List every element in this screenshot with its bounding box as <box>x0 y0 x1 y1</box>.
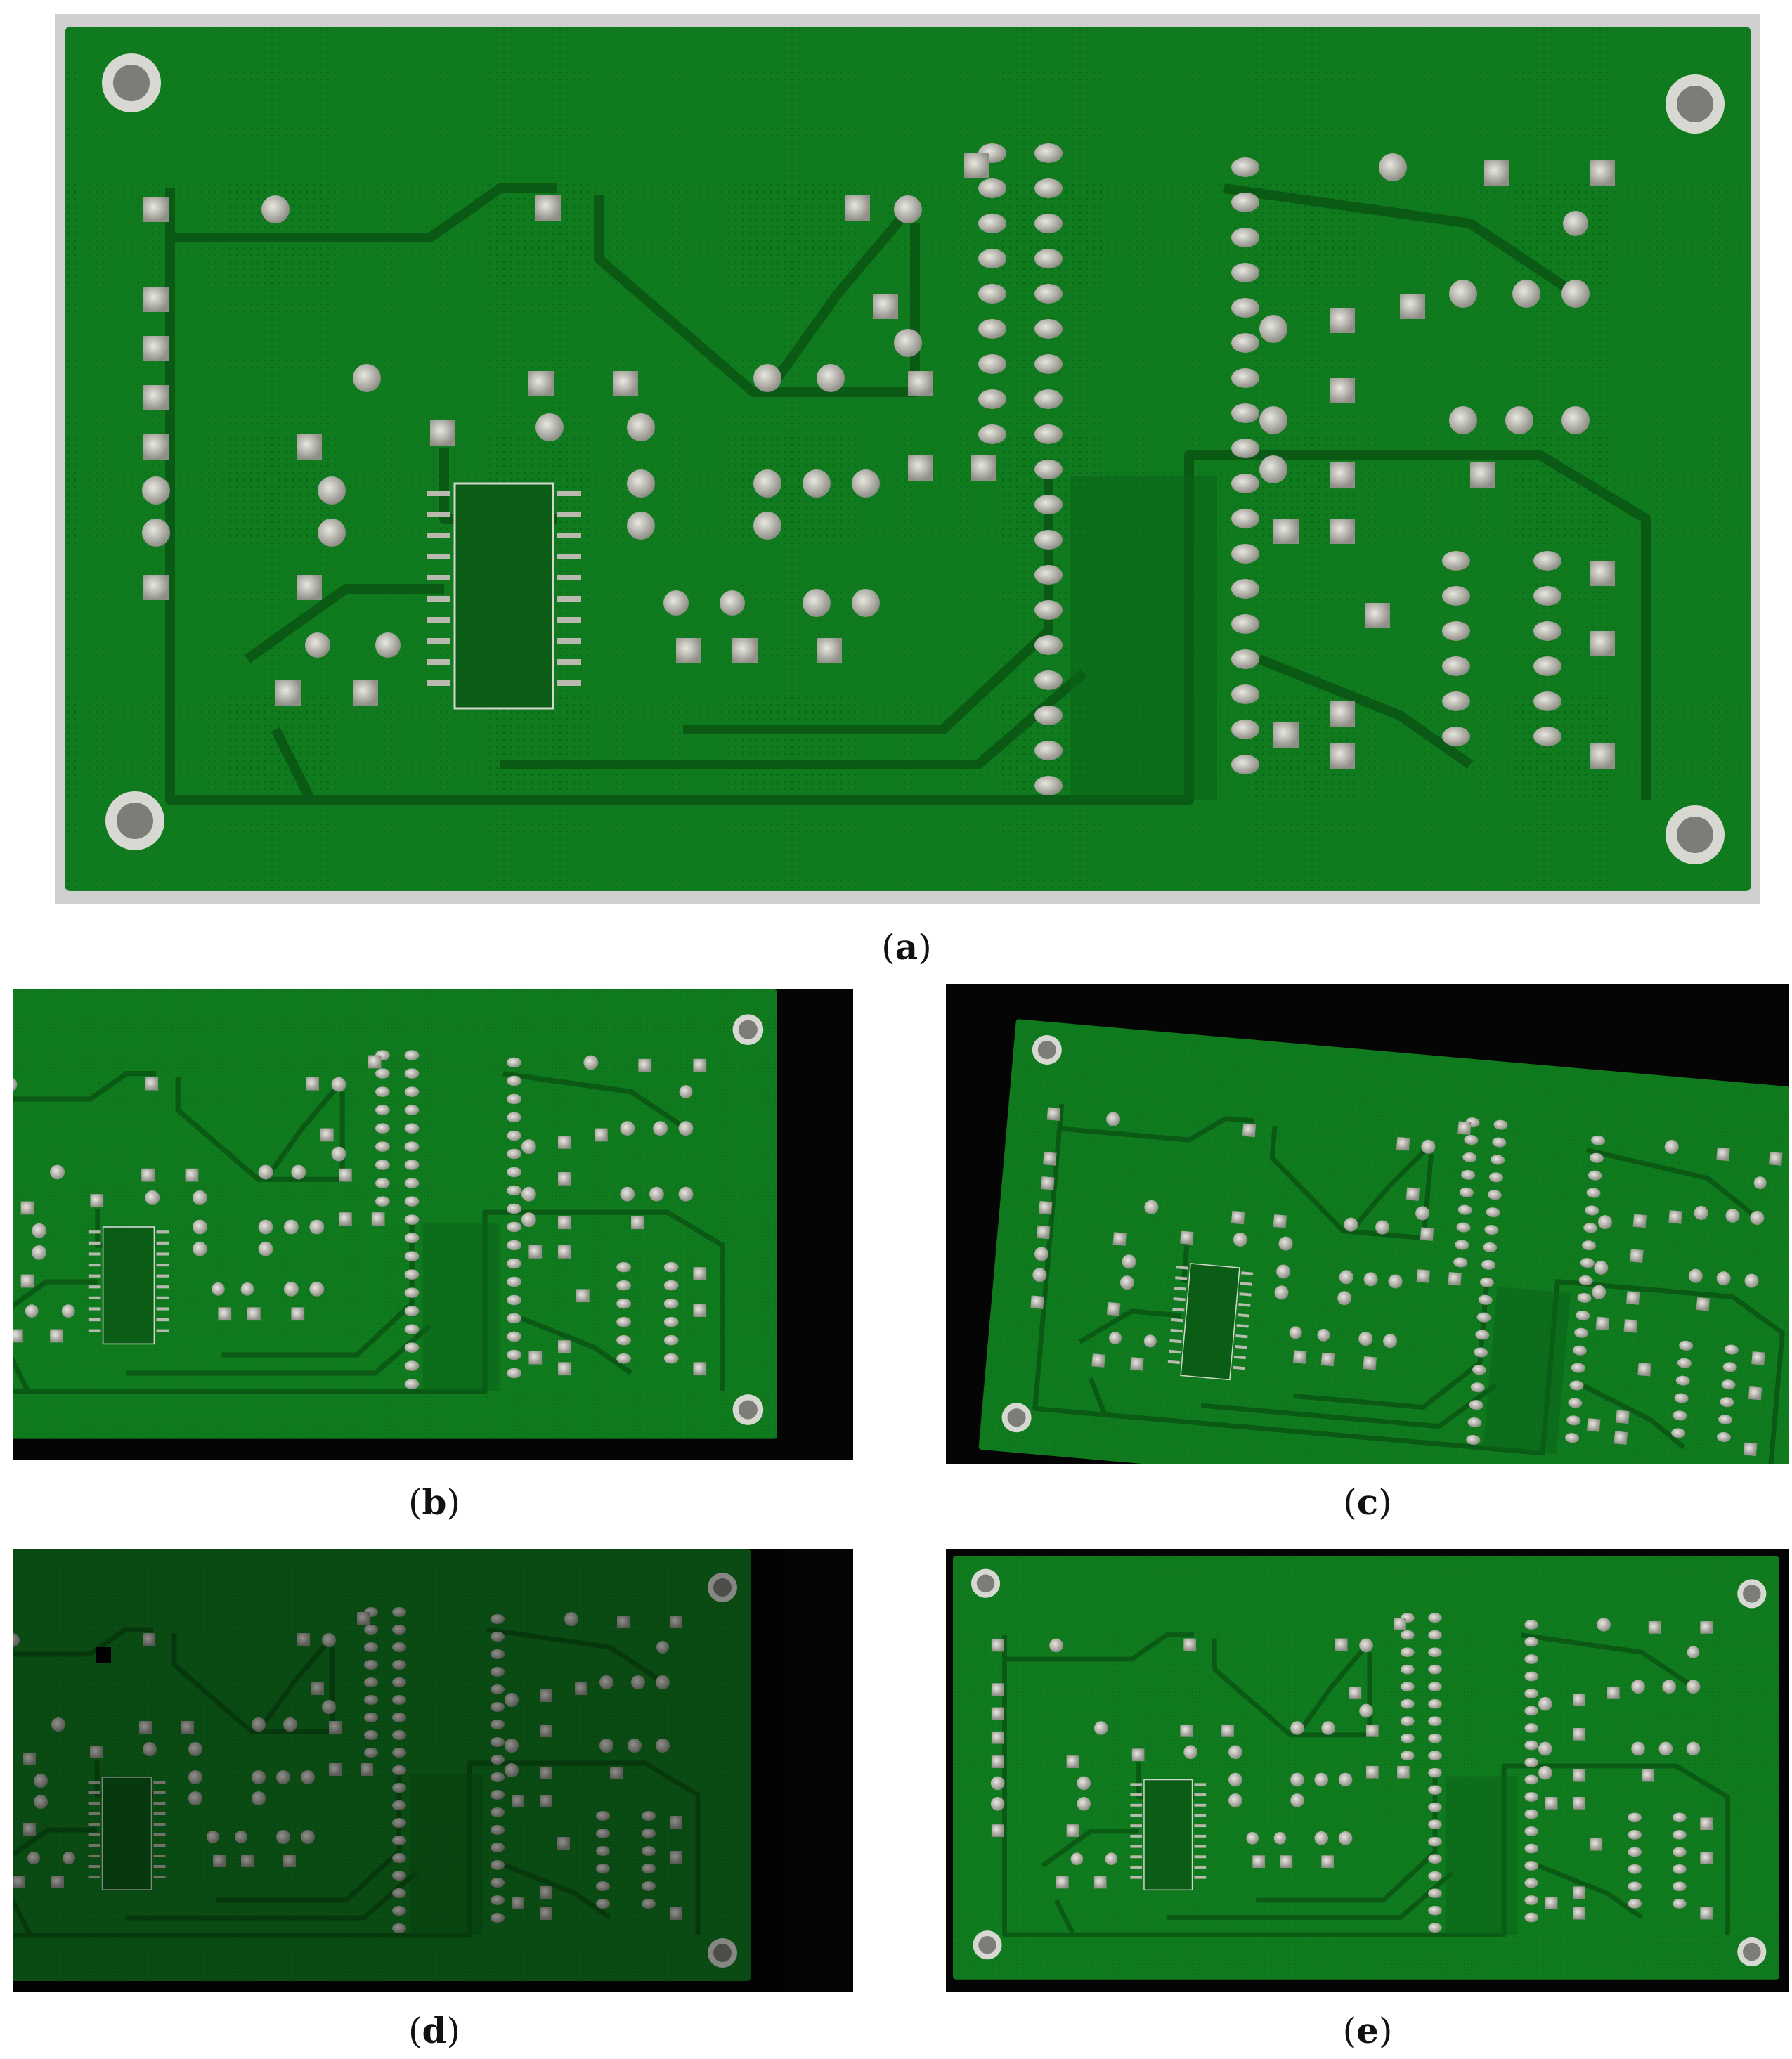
panel-e-image <box>946 1549 1789 1992</box>
caption-c: (c) <box>1343 1481 1392 1523</box>
caption-d: (d) <box>408 2010 460 2051</box>
panel-c-image <box>946 984 1789 1464</box>
pcb-board-e <box>946 1549 1789 1992</box>
caption-e: (e) <box>1342 2010 1393 2051</box>
caption-a: (a) <box>881 926 932 968</box>
panel-d-image <box>13 1549 853 1992</box>
pcb-board-c <box>946 984 1789 1464</box>
pcb-board-d <box>13 1549 853 1992</box>
pcb-board-b <box>13 989 853 1460</box>
panel-b-image <box>13 989 853 1460</box>
defect-mark <box>96 1647 111 1663</box>
caption-b: (b) <box>408 1481 460 1523</box>
panel-a-image <box>55 14 1760 904</box>
pcb-board-a <box>55 14 1760 904</box>
